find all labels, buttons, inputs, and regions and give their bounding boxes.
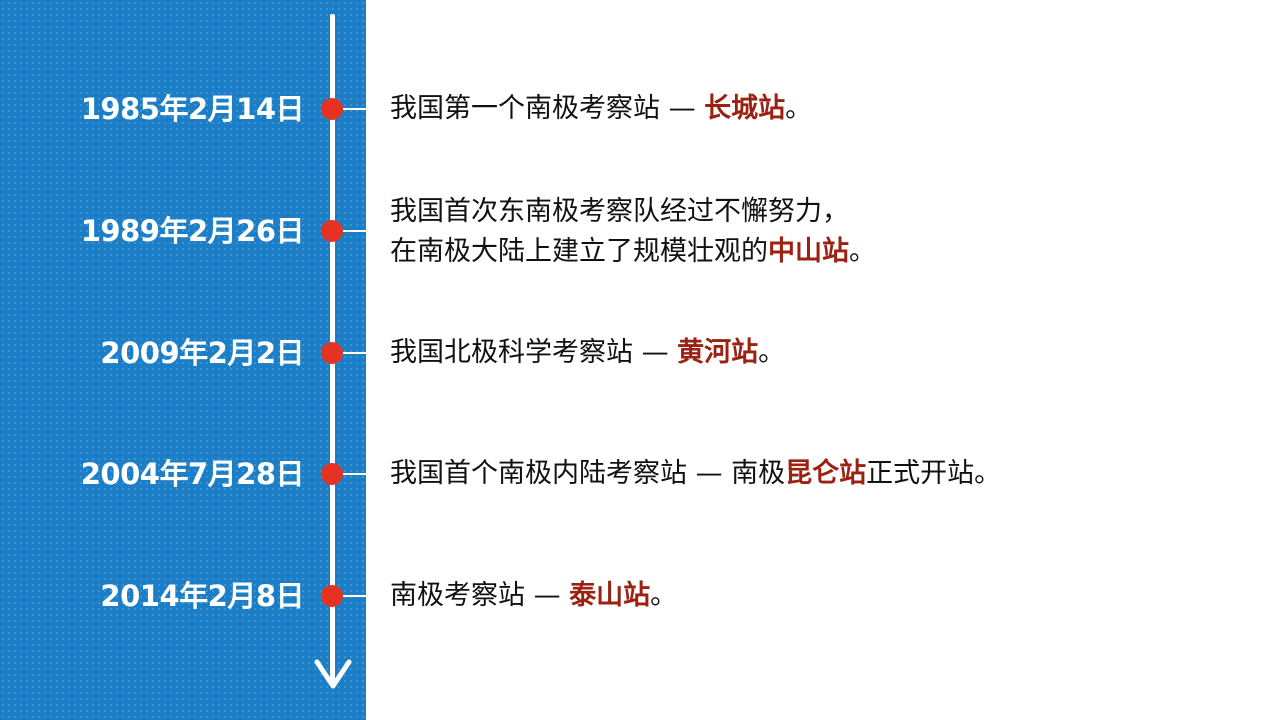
- timeline-tick: [335, 352, 371, 354]
- event-text-end: 。: [785, 93, 813, 124]
- event-date: 1985年2月14日: [80, 92, 305, 126]
- timeline-panel: [0, 0, 366, 720]
- event-text-line: 我国首次东南极考察队经过不懈努力，: [390, 196, 849, 227]
- timeline-dot: [321, 585, 343, 607]
- arrow-down-icon: [314, 659, 352, 689]
- event-text-end: 。: [849, 236, 876, 267]
- event-date: 2004年7月28日: [80, 457, 305, 491]
- station-name: 长城站: [704, 93, 786, 124]
- timeline-dot: [321, 98, 343, 120]
- timeline-tick: [335, 595, 371, 597]
- event-text-end: 正式开站。: [866, 458, 1002, 489]
- event-text: 我国首个南极内陆考察站 — 南极: [390, 458, 786, 489]
- station-name: 泰山站: [569, 580, 651, 611]
- event-text-end: 。: [650, 580, 678, 611]
- timeline-dot: [321, 463, 343, 485]
- timeline-tick: [335, 108, 371, 110]
- event-text: 我国第一个南极考察站 —: [390, 93, 705, 124]
- event-date: 1989年2月26日: [80, 214, 305, 248]
- event-date: 2014年2月8日: [100, 579, 304, 613]
- station-name: 昆仑站: [785, 458, 867, 489]
- station-name: 黄河站: [677, 337, 759, 368]
- event-text: 在南极大陆上建立了规模壮观的: [390, 236, 768, 267]
- timeline-tick: [335, 473, 371, 475]
- event-text-line: 在南极大陆上建立了规模壮观的中山站。: [390, 232, 876, 272]
- event-description: 我国北极科学考察站 — 黄河站。: [390, 333, 785, 373]
- timeline-tick: [335, 230, 371, 232]
- timeline-dot: [321, 220, 343, 242]
- station-name: 中山站: [768, 236, 849, 267]
- event-text-end: 。: [758, 337, 786, 368]
- event-description: 我国首个南极内陆考察站 — 南极昆仑站正式开站。: [390, 454, 1001, 494]
- event-description: 我国首次东南极考察队经过不懈努力， 在南极大陆上建立了规模壮观的中山站。: [390, 192, 876, 272]
- event-text: 南极考察站 —: [390, 580, 570, 611]
- timeline-dot: [321, 342, 343, 364]
- event-description: 我国第一个南极考察站 — 长城站。: [390, 89, 812, 129]
- event-description: 南极考察站 — 泰山站。: [390, 576, 677, 616]
- event-date: 2009年2月2日: [100, 336, 304, 370]
- event-text: 我国北极科学考察站 —: [390, 337, 678, 368]
